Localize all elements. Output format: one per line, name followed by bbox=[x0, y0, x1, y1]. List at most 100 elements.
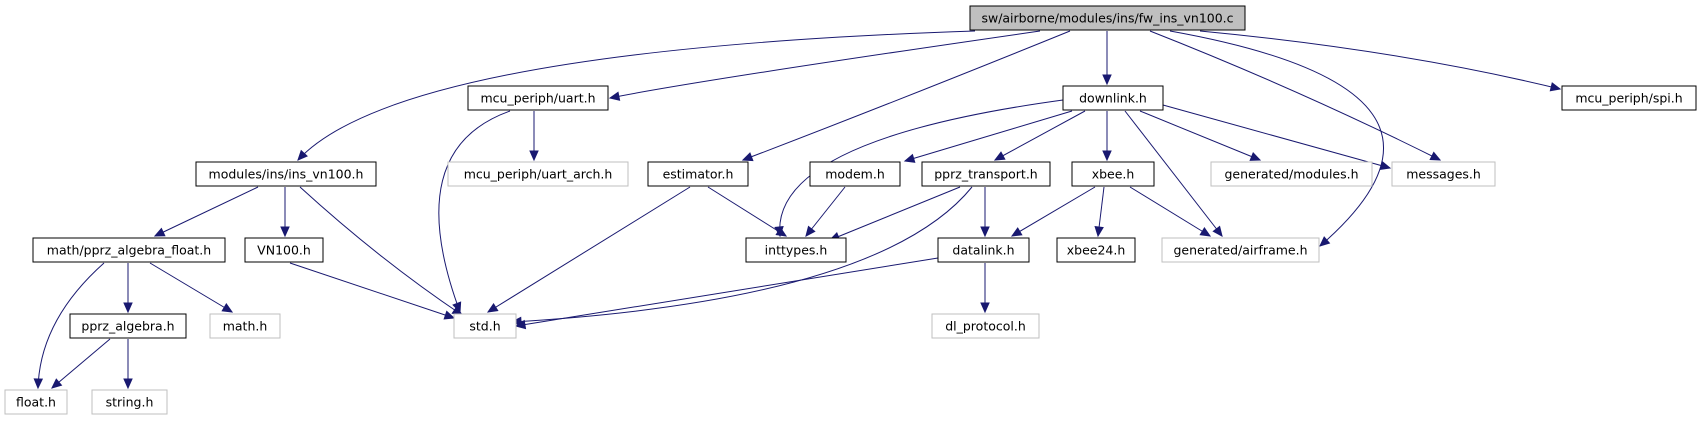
node-label: xbee24.h bbox=[1067, 243, 1126, 258]
node-box bbox=[1056, 237, 1136, 263]
edge-downlink-h-to-modem-h bbox=[904, 110, 1073, 162]
node-fw-ins-vn100-c[interactable]: sw/airborne/modules/ins/fw_ins_vn100.c bbox=[969, 5, 1246, 31]
node-xbee-h[interactable]: xbee.h bbox=[1071, 161, 1155, 187]
arrowhead-datalink-h bbox=[980, 226, 990, 238]
node-label: estimator.h bbox=[663, 167, 734, 182]
node-modules-ins-ins-vn100-h[interactable]: modules/ins/ins_vn100.h bbox=[195, 161, 377, 187]
arrowhead-math-h bbox=[221, 303, 234, 313]
edge-downlink-h-to-inttypes-h bbox=[779, 99, 1064, 237]
node-label: modules/ins/ins_vn100.h bbox=[209, 167, 364, 182]
nodes-layer: sw/airborne/modules/ins/fw_ins_vn100.cmc… bbox=[4, 5, 1697, 415]
arrowhead-generated-airframe-h bbox=[1199, 226, 1212, 237]
arrowhead-generated-modules-h bbox=[1249, 151, 1262, 161]
node-label: pprz_transport.h bbox=[934, 167, 1037, 182]
node-label: modem.h bbox=[825, 167, 885, 182]
node-box bbox=[931, 313, 1040, 339]
node-xbee24-h[interactable]: xbee24.h bbox=[1056, 237, 1136, 263]
arrowhead-inttypes-h bbox=[774, 226, 784, 238]
arrowhead-std-h bbox=[486, 302, 499, 313]
arrowhead-pprz-algebra-h bbox=[123, 302, 133, 314]
edge-mcu-periph-uart-h-to-std-h bbox=[438, 110, 511, 313]
edge-fw-ins-vn100-c-to-generated-airframe-h bbox=[1169, 30, 1384, 247]
node-box bbox=[969, 5, 1246, 31]
node-label: mcu_periph/uart.h bbox=[480, 91, 595, 106]
arrowhead-datalink-h bbox=[1010, 227, 1023, 237]
node-box bbox=[1071, 161, 1155, 187]
node-mcu-periph-spi-h[interactable]: mcu_periph/spi.h bbox=[1561, 85, 1697, 111]
arrowhead-estimator-h bbox=[741, 152, 754, 162]
node-box bbox=[195, 161, 377, 187]
edge-downlink-h-to-pprz-transport-h bbox=[994, 110, 1086, 161]
edge-modules-ins-ins-vn100-h-to-std-h bbox=[299, 186, 463, 316]
node-math-pprz-algebra-float-h[interactable]: math/pprz_algebra_float.h bbox=[32, 237, 226, 263]
node-label: downlink.h bbox=[1079, 91, 1147, 106]
arrowhead-pprz-transport-h bbox=[993, 151, 1006, 161]
node-label: VN100.h bbox=[257, 243, 311, 258]
arrowhead-inttypes-h bbox=[805, 225, 816, 237]
node-box bbox=[32, 237, 226, 263]
node-estimator-h[interactable]: estimator.h bbox=[647, 161, 749, 187]
node-box bbox=[1062, 85, 1164, 111]
node-label: mcu_periph/spi.h bbox=[1575, 91, 1682, 106]
node-pprz-transport-h[interactable]: pprz_transport.h bbox=[921, 161, 1051, 187]
edge-downlink-h-to-generated-modules-h bbox=[1139, 110, 1261, 161]
edge-pprz-transport-h-to-std-h bbox=[511, 186, 973, 323]
node-box bbox=[467, 85, 609, 111]
edge-fw-ins-vn100-c-to-messages-h bbox=[1149, 30, 1441, 161]
arrowhead-generated-airframe-h bbox=[1212, 225, 1223, 237]
node-label: pprz_algebra.h bbox=[81, 319, 174, 334]
node-box bbox=[745, 237, 847, 263]
node-box bbox=[1561, 85, 1697, 111]
edge-fw-ins-vn100-c-to-mcu-periph-uart-h bbox=[609, 30, 1041, 99]
node-box bbox=[453, 313, 517, 339]
node-box bbox=[1391, 161, 1496, 187]
node-math-h: math.h bbox=[209, 313, 281, 339]
node-modem-h[interactable]: modem.h bbox=[809, 161, 901, 187]
node-label: datalink.h bbox=[952, 243, 1014, 258]
node-generated-airframe-h: generated/airframe.h bbox=[1161, 237, 1320, 263]
node-mcu-periph-uart-h[interactable]: mcu_periph/uart.h bbox=[467, 85, 609, 111]
arrowhead-vn100-h bbox=[280, 226, 290, 238]
node-downlink-h[interactable]: downlink.h bbox=[1062, 85, 1164, 111]
edge-math-pprz-algebra-float-h-to-float-h bbox=[37, 262, 105, 389]
node-label: float.h bbox=[16, 395, 56, 410]
edge-vn100-h-to-std-h bbox=[289, 262, 455, 319]
arrowhead-std-h bbox=[443, 310, 456, 320]
arrowhead-std-h bbox=[514, 319, 527, 330]
node-box bbox=[809, 161, 901, 187]
node-label: math.h bbox=[223, 319, 268, 334]
node-box bbox=[921, 161, 1051, 187]
edge-fw-ins-vn100-c-to-estimator-h bbox=[742, 30, 1071, 161]
node-box bbox=[1161, 237, 1320, 263]
node-inttypes-h[interactable]: inttypes.h bbox=[745, 237, 847, 263]
node-datalink-h[interactable]: datalink.h bbox=[937, 237, 1030, 263]
node-label: xbee.h bbox=[1092, 167, 1135, 182]
arrowhead-xbee24-h bbox=[1094, 225, 1104, 238]
arrowhead-downlink-h bbox=[1102, 74, 1112, 86]
node-string-h: string.h bbox=[91, 389, 168, 415]
edge-downlink-h-to-messages-h bbox=[1162, 104, 1391, 169]
arrowhead-modules-ins-ins-vn100-h bbox=[297, 149, 308, 161]
node-box bbox=[447, 161, 629, 187]
edge-pprz-algebra-h-to-float-h bbox=[51, 338, 111, 389]
node-label: mcu_periph/uart_arch.h bbox=[464, 167, 613, 182]
node-pprz-algebra-h[interactable]: pprz_algebra.h bbox=[69, 313, 187, 339]
node-float-h: float.h bbox=[4, 389, 68, 415]
edge-modem-h-to-inttypes-h bbox=[805, 186, 846, 237]
node-vn100-h[interactable]: VN100.h bbox=[244, 237, 324, 263]
arrowhead-generated-airframe-h bbox=[1319, 236, 1331, 247]
node-messages-h: messages.h bbox=[1391, 161, 1496, 187]
edge-fw-ins-vn100-c-to-modules-ins-ins-vn100-h bbox=[297, 30, 976, 161]
edge-estimator-h-to-inttypes-h bbox=[707, 186, 787, 237]
node-label: sw/airborne/modules/ins/fw_ins_vn100.c bbox=[981, 11, 1233, 26]
arrowhead-modem-h bbox=[903, 153, 916, 163]
node-generated-modules-h: generated/modules.h bbox=[1210, 161, 1373, 187]
arrowhead-mcu-periph-uart-h bbox=[608, 91, 621, 101]
node-label: dl_protocol.h bbox=[945, 319, 1026, 334]
node-box bbox=[91, 389, 168, 415]
node-box bbox=[4, 389, 68, 415]
arrowhead-mcu-periph-uart-arch-h bbox=[529, 150, 539, 162]
node-label: math/pprz_algebra_float.h bbox=[47, 243, 211, 258]
edge-pprz-transport-h-to-inttypes-h bbox=[829, 186, 961, 241]
